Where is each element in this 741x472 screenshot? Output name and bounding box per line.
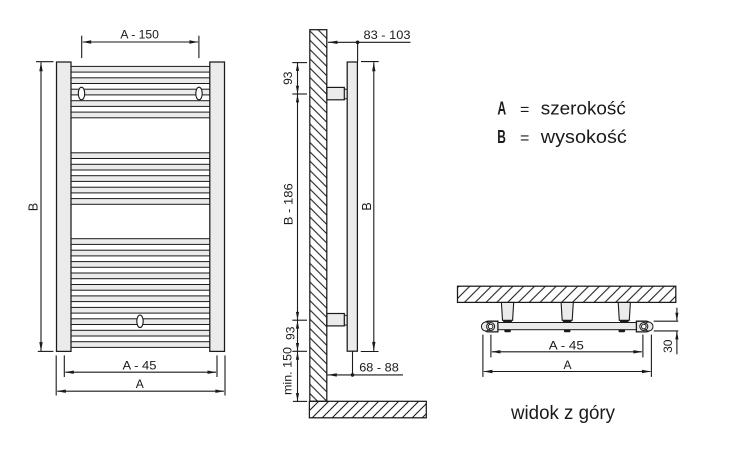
svg-text:B - 186: B - 186 (281, 183, 295, 225)
svg-text:30: 30 (661, 339, 675, 353)
svg-text:widok z góry: widok z góry (510, 402, 615, 424)
svg-text:=: = (520, 130, 529, 147)
svg-text:A: A (497, 98, 506, 119)
svg-text:min. 150: min. 150 (280, 347, 294, 395)
svg-text:wysokość: wysokość (540, 126, 627, 147)
svg-text:68 - 88: 68 - 88 (359, 360, 399, 374)
svg-text:A - 45: A - 45 (549, 338, 584, 352)
svg-text:B: B (360, 202, 374, 210)
svg-text:83 - 103: 83 - 103 (364, 28, 411, 42)
svg-text:93: 93 (281, 71, 295, 85)
svg-text:=: = (520, 102, 529, 119)
svg-text:B: B (497, 126, 506, 147)
svg-text:B: B (26, 203, 40, 211)
svg-text:A: A (136, 377, 144, 391)
svg-text:A - 45: A - 45 (123, 359, 157, 373)
svg-text:A: A (563, 358, 571, 372)
svg-text:93: 93 (283, 326, 297, 340)
svg-text:A - 150: A - 150 (120, 28, 159, 42)
svg-text:szerokość: szerokość (541, 98, 626, 119)
